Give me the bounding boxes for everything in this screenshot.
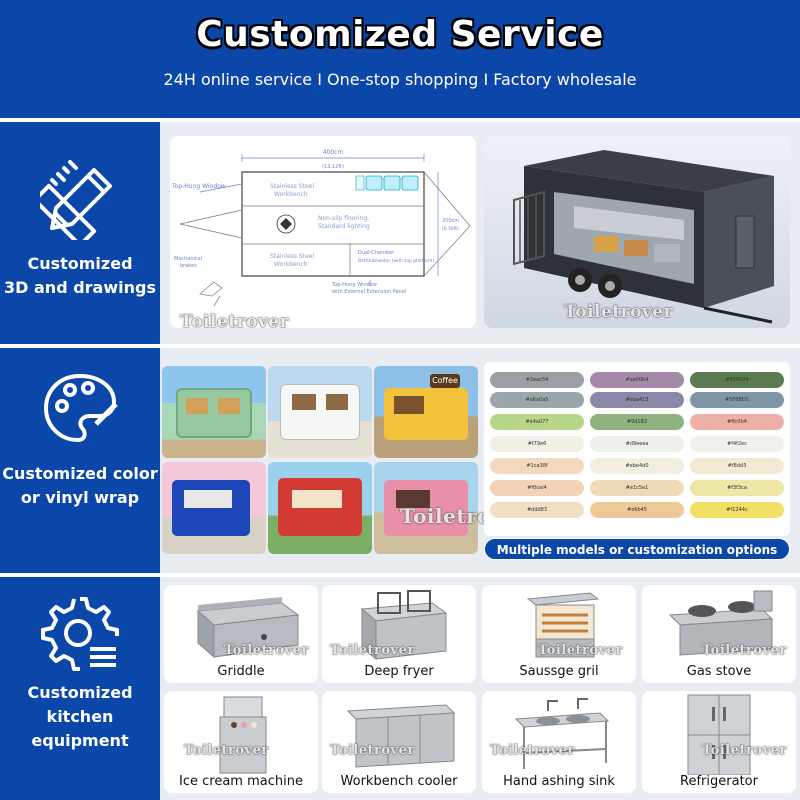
section-label: Customized kitchen equipment bbox=[27, 683, 133, 750]
sausage-grill-icon bbox=[526, 592, 600, 658]
svg-text:Bathtub/water (with top platfo: Bathtub/water (with top platform) bbox=[358, 258, 434, 264]
customization-options-label: Multiple models or customization options bbox=[484, 538, 790, 560]
svg-text:Non-slip flooring,: Non-slip flooring, bbox=[318, 215, 369, 222]
trailer-photo-white bbox=[268, 366, 372, 458]
pencil-ruler-icon bbox=[40, 160, 112, 240]
equipment-name: Workbench cooler bbox=[340, 774, 458, 789]
trailer-render-svg bbox=[513, 150, 774, 324]
equipment-card-gas-stove[interactable]: Toiletrover Gas stove bbox=[642, 585, 796, 683]
ice-cream-machine-icon bbox=[219, 696, 267, 774]
floor-plan-svg: 400cm (13.12ft) Top-Hung Window Stainles… bbox=[171, 149, 471, 307]
color-swatch[interactable]: #f8dd3 bbox=[690, 458, 784, 474]
refrigerator-icon bbox=[687, 694, 751, 775]
svg-text:Standard lighting: Standard lighting bbox=[318, 223, 370, 230]
equipment-name: Gas stove bbox=[686, 664, 752, 679]
svg-text:Mechanical: Mechanical bbox=[174, 256, 202, 262]
color-swatch[interactable]: #ffc0b4 bbox=[690, 414, 784, 430]
color-swatch[interactable]: #3eac54 bbox=[490, 372, 584, 388]
equipment-name: Griddle bbox=[217, 664, 265, 679]
section-content: Coffee Toiletrover #3eac54 #ae00b4 #5E80… bbox=[160, 348, 800, 573]
watermark: Toiletrover bbox=[564, 302, 674, 322]
color-swatch[interactable]: #ebe4d0 bbox=[590, 458, 684, 474]
color-swatch[interactable]: #ddd83 bbox=[490, 502, 584, 518]
color-swatch[interactable]: #f79e6 bbox=[490, 436, 584, 452]
svg-text:(13.12ft): (13.12ft) bbox=[322, 164, 344, 170]
svg-text:Dual-Chamber: Dual-Chamber bbox=[358, 250, 395, 256]
deep-fryer-icon bbox=[360, 590, 448, 661]
equipment-card-sausage-grill[interactable]: Toiletrover Saussge gril bbox=[482, 585, 636, 683]
section-label: Customized color or vinyl wrap bbox=[2, 464, 158, 507]
equipment-card-deep-fryer[interactable]: Toiletrover Deep fryer bbox=[322, 585, 476, 683]
section-label: Customized 3D and drawings bbox=[4, 254, 156, 297]
svg-text:Top-Hung Window: Top-Hung Window bbox=[331, 282, 377, 288]
trailer-3d-render: Toiletrover bbox=[484, 136, 790, 328]
color-swatch[interactable]: #f4f2ec bbox=[690, 436, 784, 452]
color-swatch[interactable]: #e1c5e1 bbox=[590, 480, 684, 496]
section-kitchen-equipment: Customized kitchen equipment Toiletrover… bbox=[0, 577, 800, 800]
svg-text:400cm: 400cm bbox=[323, 149, 344, 156]
color-swatch[interactable]: #9d1B2 bbox=[590, 414, 684, 430]
equipment-name: Refrigerator bbox=[680, 774, 758, 789]
color-swatch-panel: #3eac54 #ae00b4 #5E8024 #a6a0a5 #eba413 … bbox=[484, 362, 790, 536]
color-swatch[interactable]: #5F6BD5 bbox=[690, 392, 784, 408]
coffee-sign: Coffee bbox=[430, 374, 460, 388]
watermark: Toiletrover bbox=[180, 312, 290, 328]
equipment-name: Hand ashing sink bbox=[503, 774, 615, 789]
trailer-photo-blue bbox=[162, 462, 266, 554]
workbench-cooler-icon bbox=[346, 704, 456, 768]
header-banner: Customized Service 24H online service I … bbox=[0, 0, 800, 118]
equipment-card-griddle[interactable]: Toiletrover Griddle bbox=[164, 585, 318, 683]
section-3d-drawings: Customized 3D and drawings bbox=[0, 122, 800, 344]
color-swatch[interactable]: #a6a0a5 bbox=[490, 392, 584, 408]
equipment-name: Saussge gril bbox=[519, 664, 599, 679]
color-swatch[interactable]: #e6b45 bbox=[590, 502, 684, 518]
color-swatch[interactable]: #f1244c bbox=[690, 502, 784, 518]
equipment-name: Ice cream machine bbox=[179, 774, 303, 789]
gear-list-icon bbox=[41, 597, 119, 671]
color-swatch[interactable]: #ae00b4 bbox=[590, 372, 684, 388]
svg-text:(6.56ft): (6.56ft) bbox=[442, 226, 459, 232]
page-subtitle: 24H online service I One-stop shopping I… bbox=[163, 70, 637, 89]
section-content: Toiletrover Griddle Toiletrover Deep fry… bbox=[160, 577, 800, 800]
trailer-photo-red bbox=[268, 462, 372, 554]
color-swatch[interactable]: #eba413 bbox=[590, 392, 684, 408]
section-sidebar: Customized kitchen equipment bbox=[0, 577, 160, 800]
hand-sink-icon bbox=[514, 698, 610, 769]
equipment-card-refrigerator[interactable]: Toiletrover Refrigerator bbox=[642, 691, 796, 793]
color-swatch[interactable]: #f3f3ca bbox=[690, 480, 784, 496]
svg-text:Stainless Steel: Stainless Steel bbox=[270, 183, 314, 190]
section-content: 400cm (13.12ft) Top-Hung Window Stainles… bbox=[160, 122, 800, 344]
palette-icon bbox=[44, 374, 118, 442]
trailer-photo-pink bbox=[374, 462, 478, 554]
equipment-card-hand-sink[interactable]: Toiletrover Hand ashing sink bbox=[482, 691, 636, 793]
svg-text:Top-Hung Window: Top-Hung Window bbox=[171, 183, 226, 190]
svg-text:Workbench: Workbench bbox=[274, 261, 308, 268]
svg-text:Workbench: Workbench bbox=[274, 191, 308, 198]
color-swatch[interactable]: #1ca38f bbox=[490, 458, 584, 474]
svg-text:with External Extension Panel: with External Extension Panel bbox=[332, 289, 406, 295]
section-color-wrap: Customized color or vinyl wrap Coffee bbox=[0, 348, 800, 573]
trailer-photo-yellow: Coffee bbox=[374, 366, 478, 458]
svg-text:brakes: brakes bbox=[180, 263, 197, 269]
color-swatch[interactable]: #e4a077 bbox=[490, 414, 584, 430]
color-swatch[interactable]: #5E8024 bbox=[690, 372, 784, 388]
gas-stove-icon bbox=[668, 590, 774, 656]
svg-text:Stainless Steel: Stainless Steel bbox=[270, 253, 314, 260]
page-title: Customized Service bbox=[196, 14, 604, 55]
griddle-icon bbox=[196, 597, 300, 659]
equipment-name: Deep fryer bbox=[364, 664, 434, 679]
trailer-photo-green bbox=[162, 366, 266, 458]
section-sidebar: Customized color or vinyl wrap bbox=[0, 348, 160, 573]
equipment-card-workbench-cooler[interactable]: Toiletrover Workbench cooler bbox=[322, 691, 476, 793]
svg-text:200cm: 200cm bbox=[442, 218, 459, 224]
equipment-card-ice-cream-machine[interactable]: Toiletrover Ice cream machine bbox=[164, 691, 318, 793]
color-swatch[interactable]: #f0cel4 bbox=[490, 480, 584, 496]
color-swatch[interactable]: #d9eeea bbox=[590, 436, 684, 452]
section-sidebar: Customized 3D and drawings bbox=[0, 122, 160, 344]
floor-plan-drawing: 400cm (13.12ft) Top-Hung Window Stainles… bbox=[170, 136, 476, 328]
